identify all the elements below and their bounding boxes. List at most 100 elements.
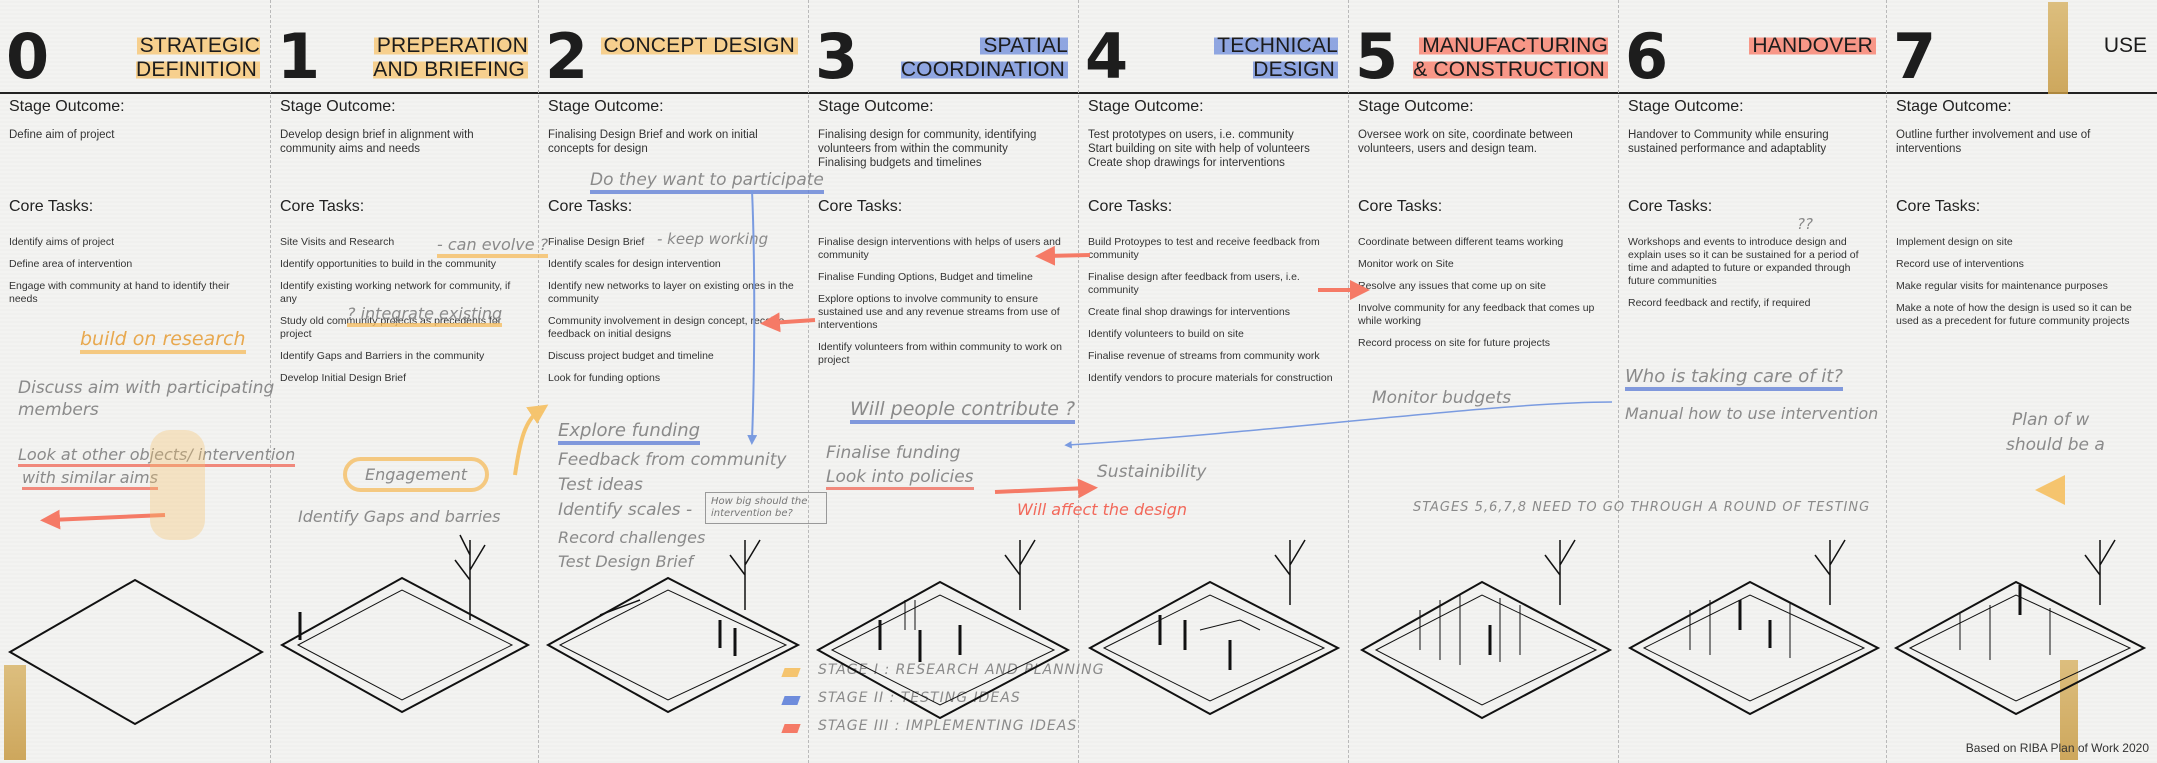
note-how-big-box: How big should the intervention be?	[705, 492, 827, 524]
stage-title-text: HANDOVER	[1749, 34, 1876, 57]
note-identify-gaps: Identify Gaps and barries	[298, 507, 501, 526]
task-item: Resolve any issues that come up on site	[1358, 280, 1546, 292]
note-record-challenges: Record challenges	[558, 528, 706, 547]
stage-title: USE	[2103, 34, 2147, 57]
note-stages-testing: STAGES 5,6,7,8 NEED TO GO THROUGH A ROUN…	[1413, 500, 1871, 515]
task-list: Coordinate between different teams worki…	[1358, 236, 1608, 359]
iso-platform-6	[1627, 539, 1881, 716]
tasks-label: Core Tasks:	[548, 198, 633, 215]
note-engagement: Engagement	[343, 457, 490, 492]
arrow-red-stage0	[40, 509, 166, 530]
note-who-is-taking: Who is taking care of it?	[1625, 366, 1843, 391]
stage-title-text: PREPERATION AND BRIEFING	[373, 34, 528, 81]
note-discuss-aim: Discuss aim with participating	[18, 378, 275, 398]
note-test-design-brief: Test Design Brief	[558, 552, 694, 571]
outcome-label: Stage Outcome:	[1628, 98, 1744, 115]
stage-title: PREPERATION AND BRIEFING	[328, 34, 528, 82]
tape-strip-top-right	[2048, 2, 2068, 94]
stage-title: MANUFACTURING & CONSTRUCTION	[1408, 34, 1608, 82]
outcome-text: Handover to Community while ensuring sus…	[1628, 129, 1829, 155]
task-item: Look for funding options	[548, 372, 661, 384]
stage-title: HANDOVER	[1676, 34, 1876, 58]
note-look-at-other: Look at other objects/ intervention	[18, 445, 296, 467]
note-will-people: Will people contribute ?	[850, 398, 1076, 424]
stage-column-5: 5 MANUFACTURING & CONSTRUCTION Stage Out…	[1349, 0, 1619, 763]
task-item: Make regular visits for maintenance purp…	[1896, 280, 2108, 292]
task-item: Record process on site for future projec…	[1358, 337, 1551, 349]
stage-column-6: 6 HANDOVER Stage Outcome: Handover to Co…	[1619, 0, 1887, 763]
task-list: Build Protoypes to test and receive feed…	[1088, 236, 1338, 394]
note-can-evolve: - can evolve ?	[437, 235, 549, 258]
stage-column-3: 3 SPATIAL COORDINATION Stage Outcome: Fi…	[809, 0, 1079, 763]
task-item: Explore options to involve community to …	[818, 293, 1060, 331]
stage-title-text: TECHNICAL DESIGN	[1214, 34, 1338, 81]
task-item: Identify new networks to layer on existi…	[548, 280, 794, 305]
task-item: Define area of intervention	[9, 258, 133, 270]
arrow-blue-down	[747, 189, 758, 445]
task-item: Workshops and events to introduce design…	[1628, 236, 1859, 287]
arrow-red-stage3-to-4	[1035, 245, 1091, 266]
task-list: Implement design on site Record use of i…	[1896, 236, 2146, 337]
task-item: Build Protoypes to test and receive feed…	[1088, 236, 1320, 261]
task-list: Finalise Design Brief Identify scales fo…	[548, 236, 798, 394]
task-item: Identify aims of project	[9, 236, 115, 248]
stage-title-text: MANUFACTURING & CONSTRUCTION	[1413, 34, 1608, 81]
note-sustainability: Sustainibility	[1097, 462, 1207, 482]
task-list: Site Visits and Research Identify opport…	[280, 236, 530, 394]
task-item: Finalise Funding Options, Budget and tim…	[818, 271, 1033, 283]
note-manual-how: Manual how to use intervention	[1625, 404, 1879, 423]
tasks-label: Core Tasks:	[1628, 198, 1713, 215]
outcome-label: Stage Outcome:	[548, 98, 664, 115]
task-item: Finalise revenue of streams from communi…	[1088, 350, 1320, 362]
stage-number: 7	[1893, 20, 1937, 93]
task-item: Identify Gaps and Barriers in the commun…	[280, 350, 485, 362]
note-will-affect: Will affect the design	[1017, 500, 1188, 519]
stage-column-0: 0 STRATEGIC DEFINITION Stage Outcome: De…	[0, 0, 271, 763]
task-item: Finalise design interventions with helps…	[818, 236, 1061, 261]
iso-platform-4	[1087, 539, 1341, 716]
tasks-label: Core Tasks:	[1896, 198, 1981, 215]
stage-number: 4	[1085, 20, 1129, 93]
task-item: Develop Initial Design Brief	[280, 372, 407, 384]
arrow-orange-stage2	[513, 404, 549, 476]
task-item: Create final shop drawings for intervent…	[1088, 306, 1290, 318]
task-item: Identify scales for design intervention	[548, 258, 721, 270]
outcome-label: Stage Outcome:	[9, 98, 125, 115]
outcome-text: Oversee work on site, coordinate between…	[1358, 129, 1573, 155]
note-finalise-funding: Finalise funding	[826, 443, 961, 463]
task-item: Involve community for any feedback that …	[1358, 302, 1595, 327]
task-item: Identify existing working network for co…	[280, 280, 511, 305]
task-item: Finalise Design Brief	[548, 236, 645, 248]
note-should-be: should be a	[2006, 435, 2105, 455]
note-test-ideas: Test ideas	[558, 475, 643, 495]
outcome-label: Stage Outcome:	[280, 98, 396, 115]
task-item: Record use of interventions	[1896, 258, 2024, 270]
footer-credit: Based on RIBA Plan of Work 2020	[1965, 741, 2149, 755]
task-item: Engage with community at hand to identif…	[9, 280, 230, 305]
arrow-red-stage2-to-3	[760, 312, 816, 333]
stage-number: 1	[277, 20, 321, 93]
highlight-smudge	[150, 430, 205, 540]
note-integrate-existing: ? integrate existing	[347, 304, 503, 327]
note-identify-scales: Identify scales -	[558, 500, 693, 520]
stage-title: TECHNICAL DESIGN	[1138, 34, 1338, 82]
tasks-label: Core Tasks:	[280, 198, 365, 215]
task-item: Discuss project budget and timeline	[548, 350, 714, 362]
tasks-label: Core Tasks:	[818, 198, 903, 215]
stage-number: 5	[1355, 20, 1399, 93]
stage-number: 3	[815, 20, 859, 93]
outcome-text: Finalising design for community, identif…	[818, 129, 1037, 169]
task-item: Make a note of how the design is used so…	[1896, 302, 2132, 327]
outcome-label: Stage Outcome:	[818, 98, 934, 115]
note-similar-aims: with similar aims	[22, 468, 158, 490]
tape-strip-bottom-left	[4, 665, 26, 760]
outcome-text: Define aim of project	[9, 129, 115, 141]
arrow-blue-long	[1064, 401, 1613, 449]
tasks-label: Core Tasks:	[1088, 198, 1173, 215]
note-look-into-policies: Look into policies	[826, 467, 974, 490]
outcome-label: Stage Outcome:	[1896, 98, 2012, 115]
iso-platform-2	[545, 539, 801, 714]
outcome-label: Stage Outcome:	[1088, 98, 1204, 115]
